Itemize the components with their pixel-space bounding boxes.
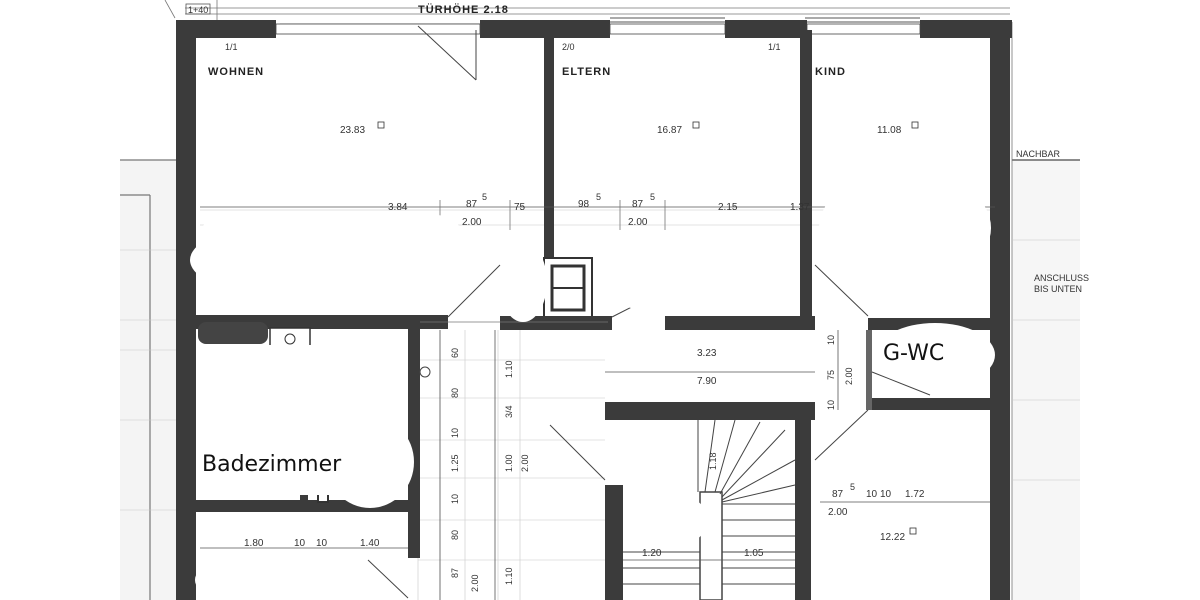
- dim-label: 75: [514, 202, 526, 213]
- room-area-kitchen: 12.22: [880, 532, 905, 543]
- dim-label: 1.37: [790, 202, 810, 213]
- dim-label-vertical: 80: [450, 388, 460, 398]
- dim-label-vertical: 2.00: [844, 367, 854, 385]
- dim-label: 3.84: [388, 202, 408, 213]
- dim-label-vertical: 60: [450, 348, 460, 358]
- dim-label-vertical: 1.18: [708, 452, 718, 470]
- dim-label-vertical: 3/4: [504, 405, 514, 418]
- right-margin-lines: NACHBAR ANSCHLUSS BIS UNTEN: [1011, 22, 1089, 600]
- dim-label-vertical: 10: [450, 428, 460, 438]
- dim-label-vertical: 87: [450, 568, 460, 578]
- room-code-eltern: 2/0: [562, 42, 575, 52]
- right-note-2: ANSCHLUSS: [1034, 273, 1089, 283]
- dim-label: 87: [466, 199, 478, 210]
- dim-label: 1.20: [642, 548, 662, 559]
- room-area-flur: 7.90: [697, 376, 717, 387]
- dim-label: 2.00: [462, 217, 482, 228]
- room-area-wohnen: 23.83: [340, 125, 365, 136]
- dim-label-vertical: 10: [826, 400, 836, 410]
- room-name-kind: KIND: [815, 66, 846, 78]
- dim-superscript: 5: [650, 192, 655, 202]
- dim-label-vertical: 1.10: [504, 360, 514, 378]
- dim-superscript: 5: [850, 482, 855, 492]
- dim-label: 87: [832, 489, 844, 500]
- redaction-patches: [190, 170, 995, 600]
- room-labels: WOHNEN 1/1 23.83 ELTERN 2/0 16.87 KIND 1…: [202, 42, 944, 543]
- dim-label: 98: [578, 199, 590, 210]
- dim-label-vertical: 1.00: [504, 454, 514, 472]
- dim-label: 1.80: [244, 538, 264, 549]
- dim-label: 87: [632, 199, 644, 210]
- dim-label: 1.40: [360, 538, 380, 549]
- dim-label: 3.23: [697, 348, 717, 359]
- top-header: 1+40 TÜRHÖHE 2.18: [185, 0, 1010, 25]
- top-left-label: 1+40: [188, 5, 208, 15]
- staircase: [623, 419, 796, 600]
- dim-label: 2.15: [718, 202, 738, 213]
- dim-label: 10: [866, 489, 878, 500]
- dim-label: 10: [294, 538, 306, 549]
- dim-superscript: 5: [482, 192, 487, 202]
- room-name-gwc: G-WC: [883, 341, 944, 366]
- dim-label-vertical: 10: [450, 494, 460, 504]
- dim-label: 2.00: [828, 507, 848, 518]
- dim-label-vertical: 75: [826, 370, 836, 380]
- dim-label-vertical: 1.10: [504, 567, 514, 585]
- left-margin-lines: [120, 0, 182, 600]
- outer-walls: [176, 20, 1012, 600]
- room-name-badezimmer: Badezimmer: [202, 452, 342, 477]
- dim-label-vertical: 2.00: [470, 574, 480, 592]
- dim-label: 10: [316, 538, 328, 549]
- dim-label: 2.00: [628, 217, 648, 228]
- room-code-wohnen: 1/1: [225, 42, 238, 52]
- dim-label-vertical: 10: [826, 335, 836, 345]
- room-name-eltern: ELTERN: [562, 66, 611, 78]
- room-area-eltern: 16.87: [657, 125, 682, 136]
- room-name-wohnen: WOHNEN: [208, 66, 264, 78]
- room-code-kind: 1/1: [768, 42, 781, 52]
- right-note-3: BIS UNTEN: [1034, 284, 1082, 294]
- door-swings: [367, 25, 931, 599]
- right-note-1: NACHBAR: [1016, 149, 1061, 159]
- dim-label-vertical: 2.00: [520, 454, 530, 472]
- door-height-label: TÜRHÖHE 2.18: [418, 3, 509, 16]
- dim-label: 1.05: [744, 548, 764, 559]
- dim-label-vertical: 1.25: [450, 454, 460, 472]
- dim-superscript: 5: [596, 192, 601, 202]
- dimension-labels: 3.84 87 2.00 75 98 87 2.00 2.15 1.37 3.2…: [244, 192, 925, 592]
- dim-label: 10: [880, 489, 892, 500]
- dim-label: 1.72: [905, 489, 925, 500]
- room-area-kind: 11.08: [877, 125, 902, 136]
- dim-label-vertical: 80: [450, 530, 460, 540]
